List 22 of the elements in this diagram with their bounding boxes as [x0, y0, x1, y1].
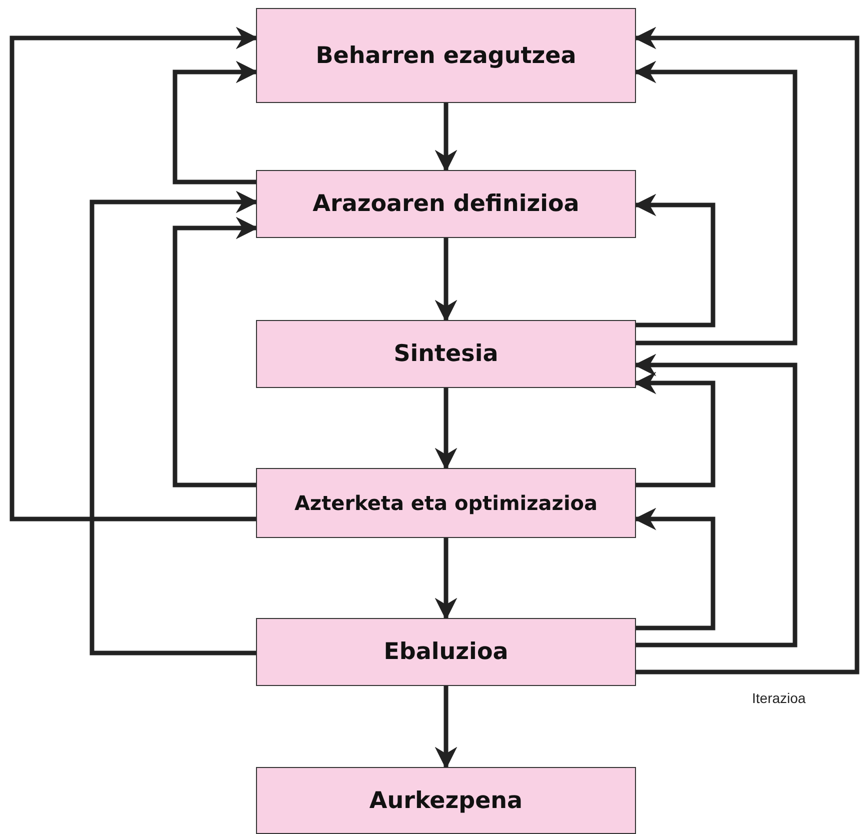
arrow: [10, 26, 258, 522]
arrow: [434, 103, 458, 172]
process-box: [256, 618, 636, 686]
box-label: Beharren ezagutzea: [316, 42, 576, 68]
arrow: [434, 238, 458, 322]
box-label: Ebaluzioa: [384, 639, 508, 665]
process-box: [256, 468, 636, 538]
box-label: Arazoaren definizioa: [312, 191, 580, 217]
process-box: [256, 170, 636, 238]
arrow: [172, 216, 258, 488]
process-box: [256, 320, 636, 388]
edge-label: Iterazioa: [750, 690, 808, 706]
arrow: [434, 686, 458, 770]
process-box: [256, 8, 636, 103]
box-label: Aurkezpena: [369, 788, 523, 814]
process-box: [256, 767, 636, 834]
arrow: [90, 190, 258, 656]
box-label: Sintesia: [394, 341, 498, 367]
arrow: [434, 388, 458, 470]
arrow: [172, 60, 258, 184]
box-label: Azterketa eta optimizazioa: [294, 491, 598, 515]
arrow: [434, 538, 458, 620]
